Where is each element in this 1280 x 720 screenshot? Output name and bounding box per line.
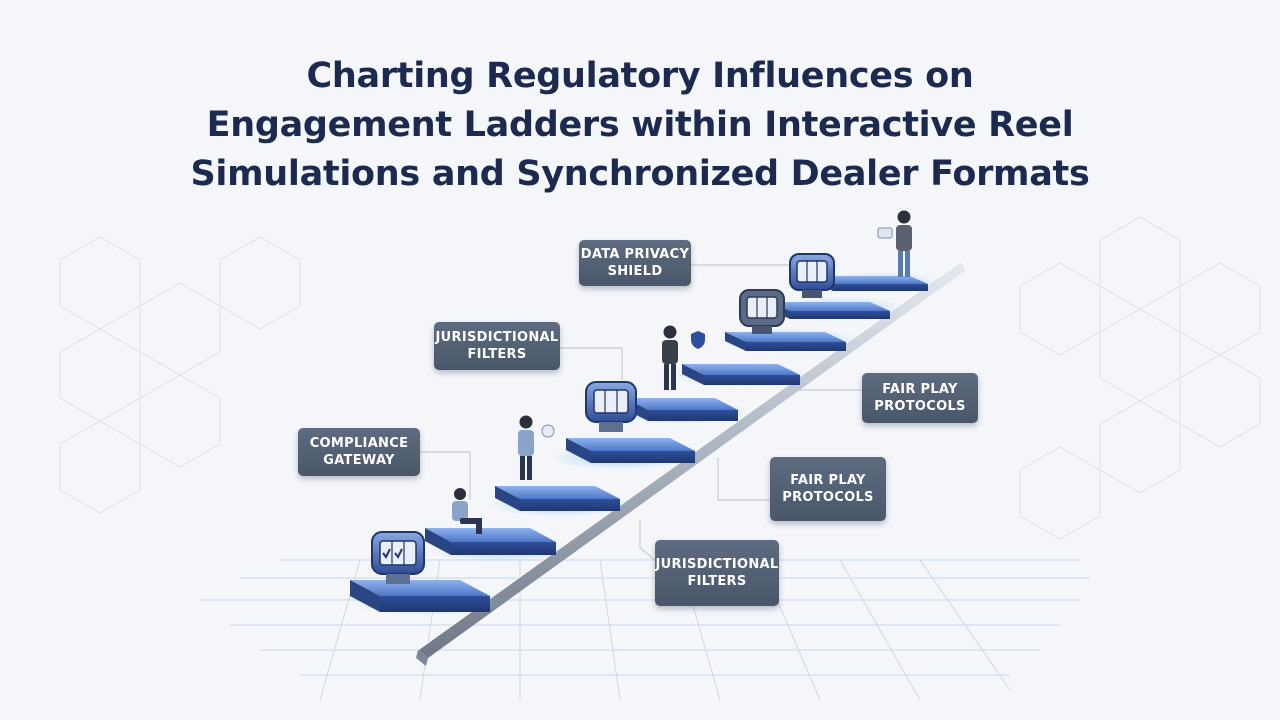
- step-8: [770, 302, 890, 319]
- step-4: [566, 438, 695, 463]
- step-5: [625, 398, 738, 421]
- label-line-2: FILTERS: [467, 347, 527, 362]
- slot-reel-icon: [789, 253, 835, 298]
- label-line-2: PROTOCOLS: [782, 490, 874, 505]
- slot-reel-icon: [371, 531, 425, 584]
- person-icon: [662, 325, 705, 390]
- page-title: Charting Regulatory Influences on Engage…: [0, 52, 1280, 199]
- slot-reel-icon: [739, 289, 785, 334]
- label-line-1: JURISDICTIONAL: [655, 557, 779, 572]
- person-icon: [452, 488, 482, 534]
- step-1: [350, 580, 490, 612]
- hexagon-background: [59, 216, 1261, 540]
- label-line-1: JURISDICTIONAL: [435, 330, 559, 345]
- label-jurisdictional-filters-upper: JURISDICTIONAL FILTERS: [434, 322, 560, 370]
- floor-grid: [200, 559, 1090, 701]
- label-jurisdictional-filters-lower: JURISDICTIONAL FILTERS: [655, 540, 779, 606]
- label-line-1: FAIR PLAY: [882, 382, 958, 397]
- step-6: [682, 364, 800, 385]
- connector-lines: [420, 264, 862, 561]
- label-fair-play-protocols-upper: FAIR PLAY PROTOCOLS: [862, 373, 978, 423]
- step-3: [495, 486, 620, 511]
- step-2: [425, 528, 556, 555]
- label-line-1: DATA PRIVACY: [580, 247, 690, 262]
- person-icon: [877, 210, 912, 277]
- step-7: [725, 332, 846, 351]
- title-line-1: Charting Regulatory Influences on: [306, 56, 974, 96]
- label-line-2: SHIELD: [607, 264, 663, 279]
- label-compliance-gateway: COMPLIANCE GATEWAY: [298, 428, 420, 476]
- shield-icon: [691, 331, 705, 349]
- label-line-2: FILTERS: [687, 574, 747, 589]
- person-icon: [518, 415, 555, 480]
- title-line-3: Simulations and Synchronized Dealer Form…: [190, 154, 1090, 194]
- ladder-steps: [350, 276, 928, 612]
- label-data-privacy-shield: DATA PRIVACY SHIELD: [579, 240, 691, 286]
- label-line-2: PROTOCOLS: [874, 399, 966, 414]
- label-line-1: FAIR PLAY: [790, 473, 866, 488]
- title-line-2: Engagement Ladders within Interactive Re…: [206, 105, 1074, 145]
- label-line-2: GATEWAY: [323, 453, 395, 468]
- slot-reel-icon: [585, 381, 637, 432]
- label-fair-play-protocols-lower: FAIR PLAY PROTOCOLS: [770, 457, 886, 521]
- label-line-1: COMPLIANCE: [309, 436, 409, 451]
